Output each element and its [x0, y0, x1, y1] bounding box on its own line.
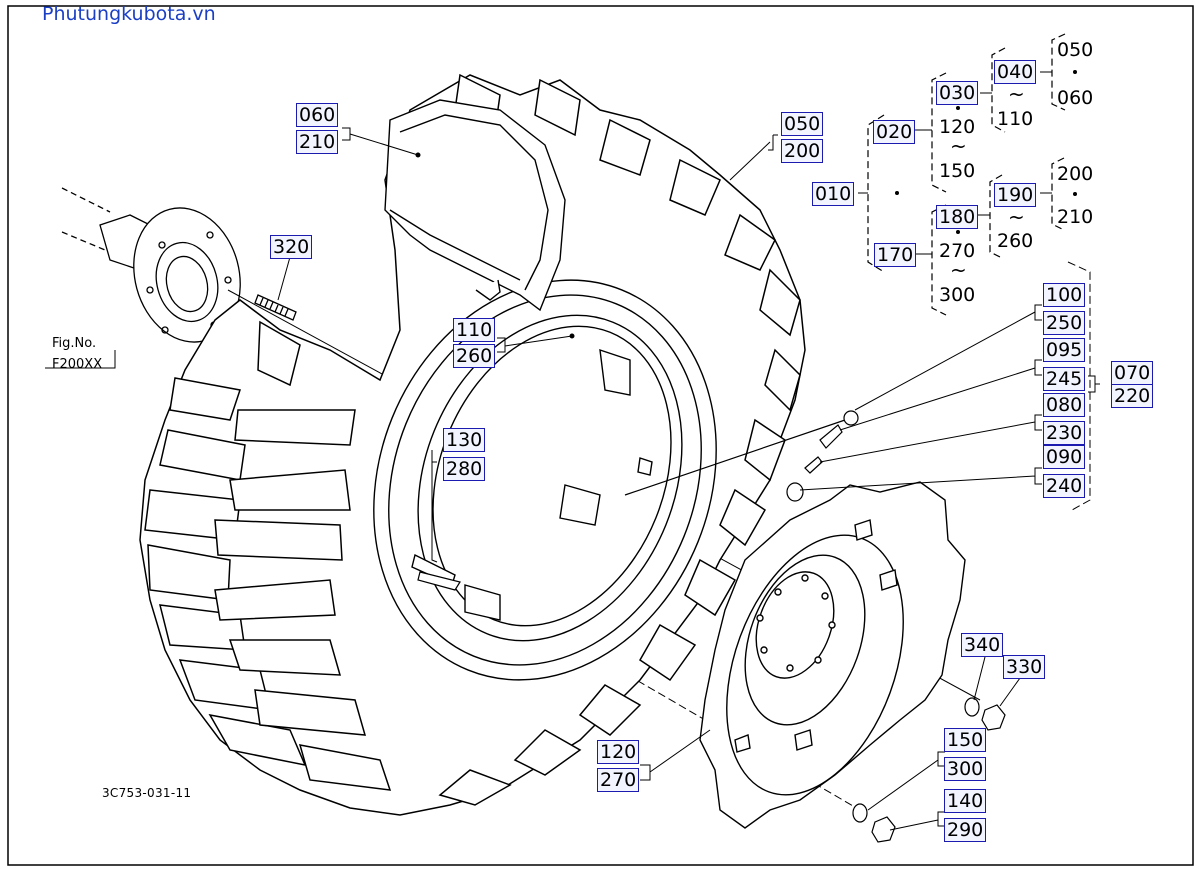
part-080[interactable]: 080: [1043, 393, 1086, 417]
tree-range-tilde: ~: [1008, 205, 1025, 229]
tree-dot: [1073, 70, 1077, 74]
part-200[interactable]: 200: [781, 139, 824, 163]
tree-range-tilde: ~: [1008, 82, 1025, 106]
fasteners: [417, 571, 1006, 843]
part-240[interactable]: 240: [1043, 474, 1086, 498]
tire-liner: [384, 99, 566, 312]
part-270[interactable]: 270: [597, 768, 640, 792]
tree-110[interactable]: 110: [997, 108, 1034, 130]
part-150[interactable]: 150: [944, 728, 987, 752]
tree-300[interactable]: 300: [939, 284, 976, 306]
figure-label: Fig.No.: [52, 336, 97, 351]
figure-number: F200XX: [52, 357, 103, 372]
part-210[interactable]: 210: [296, 130, 339, 154]
tree-180[interactable]: 180: [936, 205, 979, 229]
part-090[interactable]: 090: [1043, 445, 1086, 469]
tree-dot: [956, 106, 960, 110]
tree-210[interactable]: 210: [1057, 206, 1094, 228]
tree-190[interactable]: 190: [994, 183, 1037, 207]
tree-150[interactable]: 150: [939, 160, 976, 182]
leader-lines: [45, 127, 1100, 831]
part-245[interactable]: 245: [1043, 367, 1086, 391]
tree-range-tilde: ~: [950, 258, 967, 282]
part-300[interactable]: 300: [944, 757, 987, 781]
part-140[interactable]: 140: [944, 789, 987, 813]
part-290[interactable]: 290: [944, 818, 987, 842]
tree-200[interactable]: 200: [1057, 163, 1094, 185]
diagram-frame: [7, 5, 1194, 866]
part-280[interactable]: 280: [443, 457, 486, 481]
tree-dot: [895, 191, 899, 195]
tree-dot: [1073, 192, 1077, 196]
part-330[interactable]: 330: [1003, 655, 1046, 679]
part-230[interactable]: 230: [1043, 421, 1086, 445]
tree-range-tilde: ~: [950, 134, 967, 158]
tree-270[interactable]: 270: [939, 240, 976, 262]
tree-010[interactable]: 010: [812, 182, 855, 206]
part-050[interactable]: 050: [781, 112, 824, 136]
tree-060[interactable]: 060: [1057, 87, 1094, 109]
tree-020[interactable]: 020: [873, 120, 916, 144]
tree-030[interactable]: 030: [936, 81, 979, 105]
part-110[interactable]: 110: [453, 318, 496, 342]
diagram-code: 3C753-031-11: [102, 786, 192, 800]
tree-260[interactable]: 260: [997, 230, 1034, 252]
tree-040[interactable]: 040: [994, 60, 1037, 84]
part-060[interactable]: 060: [296, 103, 339, 127]
tree-120[interactable]: 120: [939, 116, 976, 138]
tree-050[interactable]: 050: [1057, 39, 1094, 61]
part-100[interactable]: 100: [1043, 283, 1086, 307]
part-120[interactable]: 120: [597, 740, 640, 764]
axle-flange: [61, 187, 241, 343]
part-340[interactable]: 340: [961, 633, 1004, 657]
part-260[interactable]: 260: [453, 344, 496, 368]
wheel-disc: [699, 481, 966, 829]
site-watermark: Phutungkubota.vn: [42, 3, 216, 25]
stud-bolt: [254, 294, 297, 321]
part-070[interactable]: 070: [1111, 361, 1154, 385]
part-320[interactable]: 320: [270, 235, 313, 259]
tree-dot: [956, 230, 960, 234]
part-130[interactable]: 130: [443, 428, 486, 452]
part-250[interactable]: 250: [1043, 311, 1086, 335]
part-095[interactable]: 095: [1043, 338, 1086, 362]
wheel-rim: [373, 279, 717, 681]
part-220[interactable]: 220: [1111, 384, 1154, 408]
tree-170[interactable]: 170: [874, 243, 917, 267]
